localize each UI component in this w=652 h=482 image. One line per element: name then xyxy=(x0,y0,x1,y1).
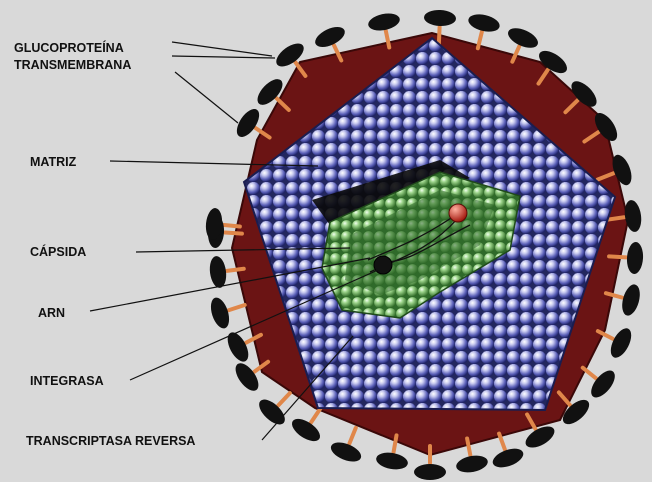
glycoprotein-head xyxy=(375,450,409,471)
glycoprotein-stalk xyxy=(227,269,244,271)
reverse-transcriptase-molecule xyxy=(449,204,467,222)
glycoprotein-stalk xyxy=(609,256,626,257)
glycoprotein-head xyxy=(490,445,526,471)
glycoprotein-stalk xyxy=(229,305,245,310)
glycoprotein-stalk xyxy=(607,217,624,219)
glycoprotein-head xyxy=(288,414,323,445)
glycoprotein-stalk xyxy=(583,368,596,379)
glycoprotein-stalk xyxy=(439,27,440,44)
glycoprotein-stalk xyxy=(311,408,320,422)
integrase-molecule xyxy=(374,256,392,274)
glycoprotein-stalk xyxy=(223,225,240,227)
glycoprotein-head xyxy=(328,439,364,466)
glycoprotein-head xyxy=(505,24,541,52)
glycoprotein-stalk xyxy=(278,393,290,405)
glycoprotein-head xyxy=(619,282,643,317)
glycoprotein-head xyxy=(207,295,232,330)
glycoprotein-head xyxy=(312,23,348,51)
glycoprotein-head xyxy=(455,453,489,475)
glycoprotein-head xyxy=(424,9,457,26)
glycoprotein-stalk xyxy=(225,233,242,234)
label-rna: ARN xyxy=(38,306,65,320)
glycoprotein-stalk xyxy=(349,428,355,444)
glycoprotein-head xyxy=(231,359,263,394)
label-integrase: INTEGRASA xyxy=(30,374,104,388)
label-reverse-transcriptase: TRANSCRIPTASA REVERSA xyxy=(26,434,195,448)
glycoprotein-head xyxy=(367,11,402,33)
glycoprotein-head xyxy=(626,242,644,275)
glycoprotein-head xyxy=(414,464,446,480)
label-glycoprotein-line1: GLUCOPROTEÍNA xyxy=(14,40,124,55)
glycoprotein-head xyxy=(467,11,502,34)
label-glycoprotein-line2: TRANSMEMBRANA xyxy=(14,58,131,72)
glycoprotein-head xyxy=(607,325,636,361)
glycoprotein-head xyxy=(587,367,620,402)
glycoprotein-head xyxy=(223,329,252,365)
glycoprotein-head xyxy=(208,255,228,289)
label-matrix: MATRIZ xyxy=(30,155,77,169)
label-capsid: CÁPSIDA xyxy=(30,244,86,259)
